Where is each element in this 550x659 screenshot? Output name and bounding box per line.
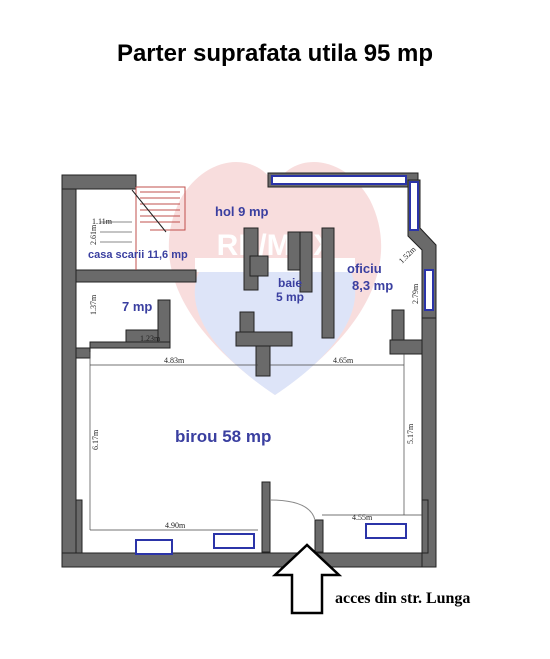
interior-walls	[75, 227, 429, 554]
windows	[135, 175, 434, 555]
dim-label: 4.65m	[333, 356, 354, 365]
dim-label: 2.79m	[411, 283, 420, 304]
staircase	[100, 186, 186, 270]
dim-label: 1.11m	[92, 217, 113, 226]
room-label-oficiu: oficiu	[347, 261, 382, 276]
dim-label: 4.83m	[164, 356, 185, 365]
entrance-arrow	[271, 543, 343, 615]
room-label-oficiu-area: 8,3 mp	[352, 278, 393, 293]
room-label-birou: birou 58 mp	[175, 427, 271, 446]
access-label: acces din str. Lunga	[335, 590, 471, 607]
room-label-baie-area: 5 mp	[276, 290, 304, 304]
room-label-baie: baie	[278, 276, 302, 290]
dim-label: 1.37m	[89, 294, 98, 315]
dim-label: 5.17m	[406, 423, 415, 444]
room-label-7mp: 7 mp	[122, 299, 152, 314]
dimension-lines	[89, 352, 422, 531]
watermark-text: RE/MAX	[217, 229, 334, 262]
dim-label: 1.23m	[140, 334, 161, 343]
dim-label: 4.90m	[165, 521, 186, 530]
entrance-door	[269, 499, 316, 521]
dim-label: 1.52m	[397, 244, 418, 265]
plan-title: Parter suprafata utila 95 mp	[116, 40, 434, 67]
dim-label: 6.17m	[91, 429, 100, 450]
dim-label: 2.61m	[89, 224, 98, 245]
room-label-hol: hol 9 mp	[215, 204, 269, 219]
room-label-casa-scarii: casa scarii 11,6 mp	[88, 249, 188, 261]
dim-label: 4.55m	[352, 513, 373, 522]
